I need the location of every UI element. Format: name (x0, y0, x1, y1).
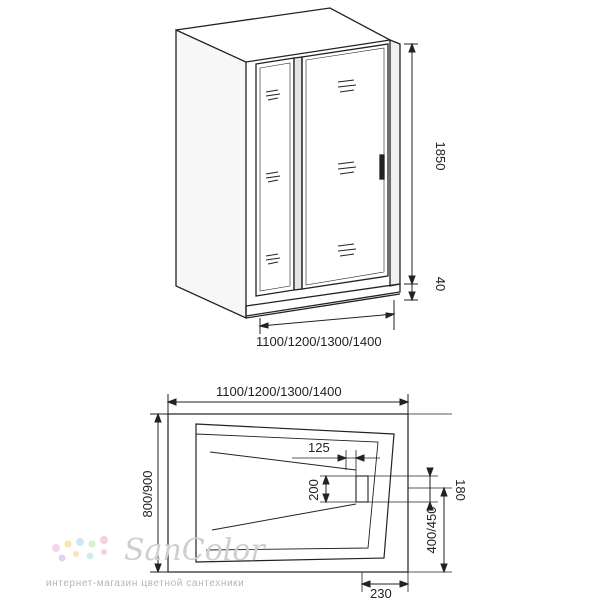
right-wall-profile (389, 39, 401, 287)
center-profile (293, 56, 303, 291)
recess-inner-top (195, 433, 379, 551)
upper-slope-line (209, 451, 357, 471)
dim-400-450-label: 400/450 (424, 507, 439, 554)
dim-180-label: 180 (453, 479, 468, 501)
plan-dimensions (150, 394, 452, 592)
base-height-label: 40 (433, 277, 448, 291)
watermark-dots-logo (52, 536, 108, 562)
door-glass-panel (301, 43, 389, 290)
plan-depth-label: 800/900 (140, 471, 155, 518)
dim-200-label: 200 (306, 479, 321, 501)
height-label: 1850 (433, 142, 448, 171)
watermark-tagline: интернет-магазин цветной сантехники (46, 578, 244, 589)
width-dimension-line (259, 313, 395, 327)
door-handle (379, 154, 385, 180)
drain (355, 475, 369, 503)
dim-125-label: 125 (308, 440, 330, 455)
front-top-edge (245, 39, 391, 63)
glass-hatch-marks (265, 79, 357, 265)
plan-width-label: 1100/1200/1300/1400 (216, 384, 342, 399)
watermark: SanColor интернет-магазин цветной сантех… (46, 533, 266, 589)
fixed-panel-inner (259, 62, 291, 292)
watermark-brand: SanColor (124, 533, 266, 568)
bottom-front-edge (245, 293, 401, 319)
enclosure-3d-view (175, 7, 401, 320)
left-side-wall (175, 28, 247, 320)
top-dimensions (258, 42, 418, 334)
back-wall-edge (175, 7, 391, 41)
bottom-threshold (245, 283, 401, 317)
door-panel-inner (305, 47, 385, 286)
lower-slope-line (211, 503, 357, 531)
tray-outline (167, 413, 409, 573)
dim-230-label: 230 (370, 586, 392, 600)
top-width-label: 1100/1200/1300/1400 (256, 334, 382, 349)
